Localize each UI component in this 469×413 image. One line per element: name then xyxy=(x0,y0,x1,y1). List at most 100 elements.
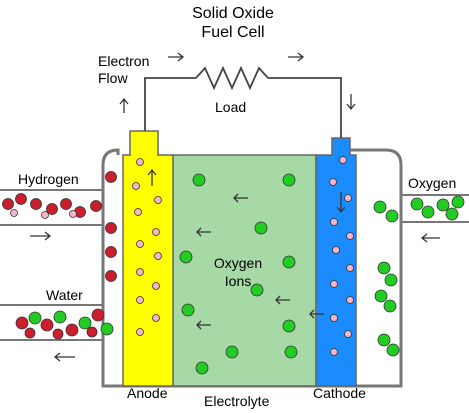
hydrogen-atom xyxy=(86,326,98,338)
electron xyxy=(152,314,160,322)
hydrogen-flow-arrow xyxy=(30,231,52,241)
water-molecule xyxy=(100,322,114,336)
load-label: Load xyxy=(215,99,247,115)
oxygen-ion xyxy=(282,319,296,333)
oxygen-ion xyxy=(225,345,239,359)
oxygen-molecule xyxy=(386,343,400,357)
particles xyxy=(2,156,465,375)
water-molecule xyxy=(15,316,29,330)
oxygen-molecule xyxy=(383,299,397,313)
water-molecule xyxy=(53,310,67,324)
cell-housing-bottom xyxy=(103,370,118,386)
oxygen-label: Oxygen xyxy=(408,175,457,191)
electron-flow-label-1: Electron xyxy=(98,53,150,69)
oxygen-ion xyxy=(250,283,264,297)
cathode-label: Cathode xyxy=(313,385,366,401)
electron xyxy=(154,196,162,204)
oxygen-ion xyxy=(181,303,195,317)
title-line-2: Fuel Cell xyxy=(201,24,265,41)
title-line-1: Solid Oxide xyxy=(192,5,274,22)
oxygen-molecule xyxy=(445,207,459,221)
electron xyxy=(10,209,18,217)
hydrogen-atom xyxy=(24,327,36,339)
hydrogen-molecule xyxy=(105,270,117,282)
oxygen-molecule xyxy=(373,200,387,214)
electron xyxy=(154,252,162,260)
hydrogen-molecule xyxy=(2,198,14,210)
hydrogen-label: Hydrogen xyxy=(18,171,79,187)
hydrogen-atom xyxy=(52,328,64,340)
anode-arrow xyxy=(147,168,157,186)
electron xyxy=(332,246,340,254)
hydrogen-molecule xyxy=(30,198,42,210)
water-label: Water xyxy=(46,287,83,303)
electron xyxy=(152,228,160,236)
oxygen-molecule xyxy=(377,261,391,275)
electron xyxy=(344,330,352,338)
electron-flow-arrows xyxy=(119,52,356,113)
hydrogen-molecule xyxy=(60,198,72,210)
hydrogen-molecule xyxy=(46,203,58,215)
water-molecule xyxy=(28,311,42,325)
water-molecule xyxy=(91,308,105,322)
oxygen-ion xyxy=(284,345,298,359)
electron xyxy=(136,268,144,276)
water-molecule xyxy=(78,316,92,330)
oxygen-molecule xyxy=(377,333,391,347)
oxygen-ion xyxy=(282,173,296,187)
electron xyxy=(136,296,144,304)
electron xyxy=(330,280,338,288)
anode-label: Anode xyxy=(127,385,168,401)
electron xyxy=(346,232,354,240)
water-molecule xyxy=(65,323,79,337)
hydrogen-inlet-pipe xyxy=(0,189,103,226)
oxygen-ion xyxy=(179,250,193,264)
oxygen-ions-label-2: Ions xyxy=(224,273,252,289)
electron xyxy=(330,314,338,322)
cathode-arrow xyxy=(336,192,346,214)
oxygen-ion xyxy=(192,173,206,187)
electron xyxy=(346,264,354,272)
water-outlet-pipe xyxy=(0,304,103,341)
electron xyxy=(136,158,144,166)
anode-region xyxy=(122,130,174,387)
hydrogen-molecule xyxy=(15,193,27,205)
external-circuit-wire xyxy=(144,65,342,138)
oxygen-ion xyxy=(195,361,209,375)
electron xyxy=(330,218,338,226)
hydrogen-molecule xyxy=(90,200,102,212)
electron xyxy=(339,156,347,164)
electron xyxy=(344,194,352,202)
oxygen-molecule xyxy=(436,198,450,212)
electron xyxy=(136,240,144,248)
electron xyxy=(152,282,160,290)
electron xyxy=(69,210,77,218)
oxygen-molecule xyxy=(410,197,424,211)
water-molecule xyxy=(40,318,54,332)
oxygen-ions-label-1: Oxygen xyxy=(213,255,263,271)
electron-flow-label-2: Flow xyxy=(98,70,128,86)
electron xyxy=(132,182,140,190)
oxygen-molecule xyxy=(451,195,465,209)
oxygen-inlet-pipe xyxy=(401,194,469,223)
oxygen-molecule xyxy=(421,205,435,219)
electron xyxy=(330,348,338,356)
electron xyxy=(329,178,337,186)
electron xyxy=(136,328,144,336)
hydrogen-molecule xyxy=(105,222,117,234)
electron xyxy=(41,211,49,219)
electron xyxy=(346,296,354,304)
water-flow-arrow xyxy=(53,352,75,362)
oxygen-molecule xyxy=(385,209,399,223)
oxygen-molecule xyxy=(384,273,398,287)
hydrogen-molecule xyxy=(105,246,117,258)
oxygen-ion xyxy=(282,255,296,269)
oxygen-flow-arrow xyxy=(420,233,440,243)
electrolyte-label: Electrolyte xyxy=(204,393,270,409)
oxygen-ion xyxy=(254,221,268,235)
electron xyxy=(134,208,142,216)
hydrogen-molecule xyxy=(105,171,117,183)
oxygen-ion-flow-arrows xyxy=(196,193,324,330)
oxygen-molecule xyxy=(374,289,388,303)
